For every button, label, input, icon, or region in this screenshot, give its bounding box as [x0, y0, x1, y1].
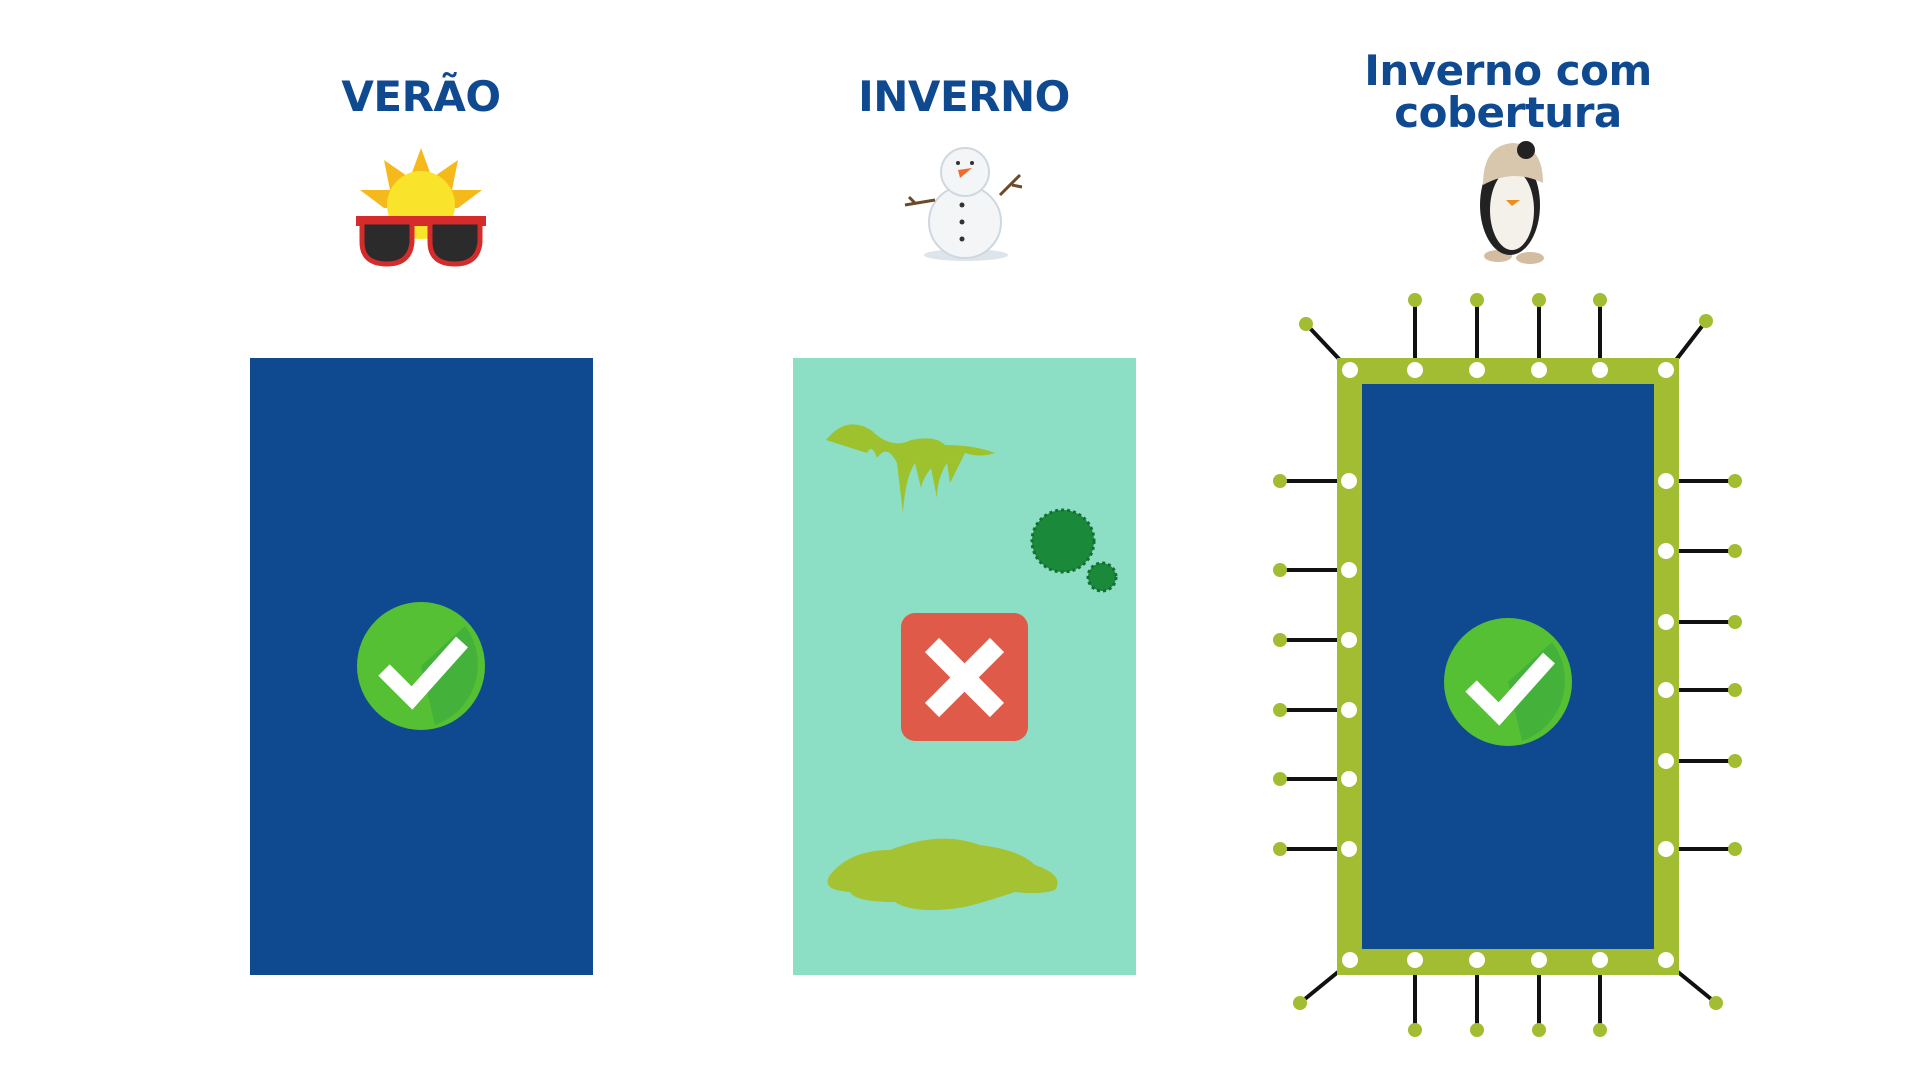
- title-line-2: cobertura: [1394, 88, 1622, 137]
- sun-with-sunglasses-icon: [356, 148, 486, 267]
- cross-icon: [901, 613, 1028, 741]
- title-verao: VERÃO: [341, 72, 501, 121]
- title-inverno-com-cobertura: Inverno com cobertura: [1258, 50, 1758, 134]
- check-icon: [1444, 618, 1572, 746]
- bacteria-icon: [1030, 508, 1118, 593]
- snowman-icon: [904, 147, 1023, 261]
- check-icon: [357, 602, 485, 730]
- title-line-1: Inverno com: [1364, 46, 1652, 95]
- algae-icon: [826, 424, 1058, 911]
- rope-anchors: [1273, 293, 1742, 1037]
- title-inverno: INVERNO: [858, 72, 1070, 121]
- grommets: [1341, 362, 1674, 968]
- cover-ropes: [1280, 300, 1735, 1030]
- penguin-icon: [1480, 141, 1544, 264]
